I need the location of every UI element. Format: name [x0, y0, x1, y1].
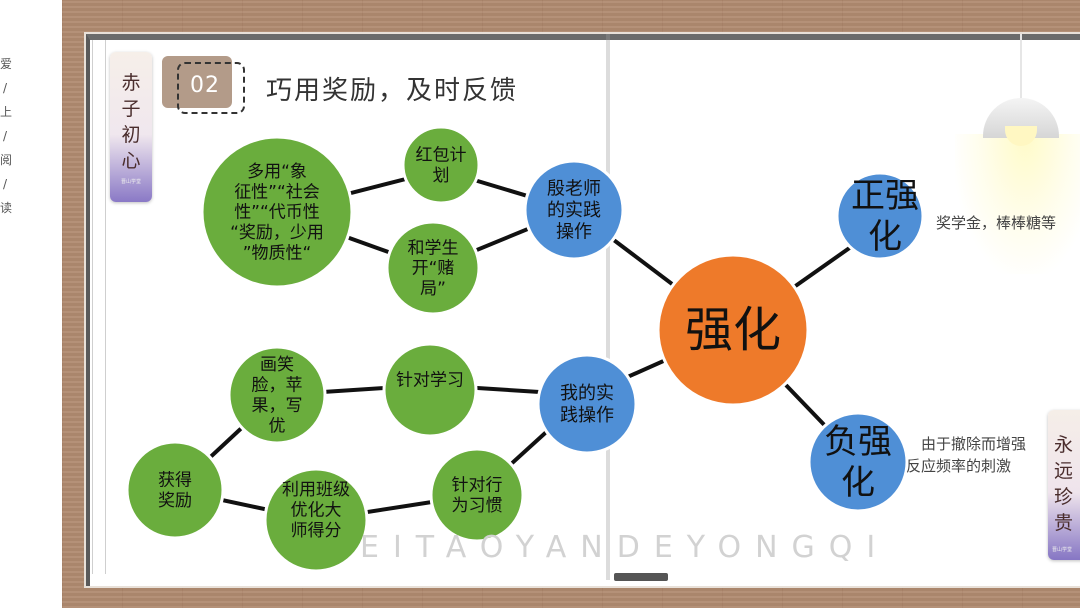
- lamp-cord: [1020, 34, 1022, 102]
- notebook-binding: [614, 573, 668, 581]
- node-label-hongbao: 划: [433, 166, 450, 186]
- node-label-banji: 利用班级: [282, 480, 350, 500]
- node-label-positive: 正强: [851, 176, 919, 216]
- section-number-box: [162, 56, 232, 108]
- node-label-xiangzheng: 多用“象: [247, 162, 307, 182]
- node-label-xiangzheng: ”物质性“: [243, 244, 312, 264]
- watermark-text: EITAOYANDEYONGQI: [360, 530, 890, 565]
- badge-char: 远: [1054, 460, 1074, 482]
- sidebar-char: 阅: [0, 153, 13, 167]
- node-label-yin: 操作: [556, 222, 592, 243]
- sidebar-char: 爱: [0, 57, 13, 71]
- node-huaxiao: [227, 345, 327, 445]
- lamp-glow: [955, 134, 1080, 274]
- badge-char: 珍: [1054, 486, 1074, 508]
- node-label-duju: 局”: [420, 279, 446, 299]
- node-label-negative: 负强: [824, 422, 892, 462]
- node-label-xiangzheng: 征性”“社会: [234, 182, 320, 202]
- badge-char: 贵: [1054, 512, 1074, 534]
- badge-left-sub: 晋山学堂: [120, 179, 141, 185]
- sidebar-char: 上: [0, 105, 13, 119]
- badge-char: 初: [121, 124, 141, 146]
- node-label-huaxiao: 脸，苹: [252, 376, 303, 396]
- node-label-xuexi: 针对学习: [396, 371, 464, 391]
- node-label-duju: 开“赌: [412, 259, 455, 279]
- node-label-huaxiao: 画笑: [260, 355, 294, 375]
- badge-left: 赤 子 初 心 晋山学堂: [110, 52, 152, 202]
- node-label-hongbao: 红包计: [416, 146, 467, 166]
- notebook-margin: [92, 40, 106, 574]
- node-label-yin: 的实践: [547, 200, 601, 221]
- sidebar-char: 读: [0, 201, 13, 215]
- sidebar-char: /: [2, 129, 8, 143]
- badge-char: 心: [121, 150, 141, 172]
- sidebar-char: /: [2, 81, 8, 95]
- sidebar: 爱 / 上 / 阅 / 读: [0, 0, 62, 608]
- node-center: [656, 253, 810, 407]
- node-yin: [523, 159, 625, 261]
- node-label-mine: 践操作: [560, 405, 614, 426]
- node-label-huode: 奖励: [158, 491, 192, 511]
- positive-note: 奖学金，棒棒糖等: [936, 214, 1057, 232]
- node-label-xiangzheng: 性”“代币性: [234, 203, 320, 223]
- mind-map-nodes: [125, 125, 925, 573]
- section-number-dashed-frame: [177, 62, 245, 114]
- mind-map-labels: 强化正强化负强化殷老师的实践操作我的实践操作红包计划和学生开“赌局”多用“象征性…: [158, 146, 919, 541]
- badge-char: 永: [1054, 434, 1074, 456]
- node-xiangzheng: [200, 135, 354, 289]
- page-title: 巧用奖励，及时反馈: [266, 76, 519, 106]
- node-label-center: 强化: [685, 302, 781, 358]
- badge-right: 永 远 珍 贵 晋山学堂: [1048, 410, 1080, 560]
- node-label-yin: 殷老师: [547, 178, 601, 199]
- notebook-page: [86, 34, 1080, 586]
- sidebar-vertical-text: 爱 / 上 / 阅 / 读: [0, 52, 13, 220]
- node-negative: [807, 411, 909, 513]
- node-label-huaxiao: 优: [269, 416, 286, 436]
- sidebar-char: /: [2, 177, 8, 191]
- node-duju: [385, 220, 481, 316]
- node-label-huode: 获得: [158, 471, 192, 491]
- notebook-spine: [606, 34, 610, 580]
- badge-char: 子: [121, 98, 141, 120]
- node-label-xiguan: 针对行: [452, 476, 503, 496]
- badge-right-sub: 晋山学堂: [1052, 547, 1073, 553]
- node-label-mine: 我的实: [560, 383, 614, 404]
- node-label-positive: 化: [868, 217, 902, 257]
- badge-left-text: 赤 子 初 心: [110, 70, 152, 174]
- node-label-banji: 优化大: [291, 501, 342, 521]
- node-label-xiguan: 为习惯: [452, 496, 503, 516]
- node-label-duju: 和学生: [408, 238, 459, 258]
- node-label-xiangzheng: “奖励，少用: [230, 223, 324, 243]
- node-mine: [536, 353, 638, 455]
- node-label-huaxiao: 果，写: [252, 396, 303, 416]
- node-label-banji: 师得分: [291, 521, 342, 541]
- node-xuexi: [382, 342, 478, 438]
- badge-char: 赤: [121, 72, 141, 94]
- negative-note: 由于撤除而增强反应频率的刺激: [906, 435, 1027, 475]
- node-huode: [125, 440, 225, 540]
- badge-right-text: 永 远 珍 贵: [1054, 432, 1078, 536]
- node-banji: [263, 467, 369, 573]
- lamp-bulb: [1005, 126, 1037, 146]
- node-xiguan: [429, 447, 525, 543]
- node-positive: [835, 171, 925, 261]
- node-hongbao: [401, 125, 481, 205]
- node-label-negative: 化: [841, 463, 875, 503]
- section-number: 02: [190, 73, 220, 98]
